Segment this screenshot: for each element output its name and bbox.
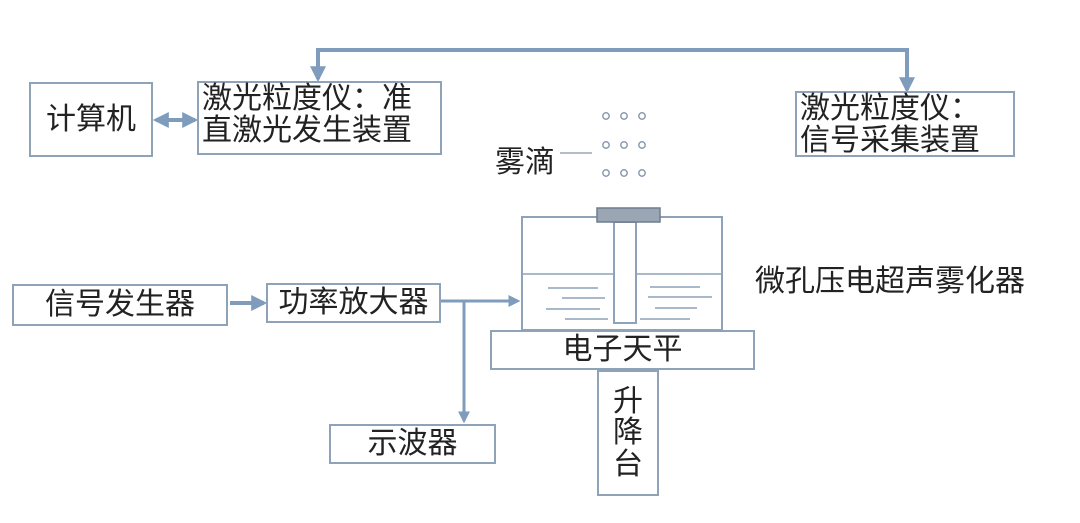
oscilloscope-label: 示波器 [367, 426, 458, 462]
droplets-label: 雾滴 [495, 145, 555, 180]
laser-receiver-line2: 信号采集装置 [800, 122, 980, 158]
atomizer-label: 微孔压电超声雾化器 [755, 264, 1025, 299]
atomizer-vessel [521, 207, 723, 331]
signal-generator-label: 信号发生器 [45, 287, 195, 323]
laser-emitter-line1: 激光粒度仪：准 [202, 81, 412, 116]
lift-table-char2: 降 [613, 415, 643, 451]
laser-link-arrow [310, 48, 915, 94]
laser-emitter-box: 激光粒度仪：准 直激光发生装置 [197, 81, 442, 155]
lift-table-box: 升 降 台 [597, 370, 659, 496]
oscilloscope-box: 示波器 [329, 424, 496, 464]
power-amplifier-label: 功率放大器 [278, 285, 429, 321]
power-amplifier-box: 功率放大器 [266, 283, 441, 323]
lift-table-char3: 台 [613, 446, 643, 482]
signal-generator-box: 信号发生器 [12, 284, 228, 326]
laser-receiver-line1: 激光粒度仪： [800, 91, 980, 126]
laser-emitter-line2: 直激光发生装置 [202, 112, 412, 148]
droplets-dots [602, 112, 646, 177]
computer-box: 计算机 [29, 82, 153, 157]
lift-table-char1: 升 [613, 383, 643, 419]
balance-box: 电子天平 [490, 330, 755, 370]
laser-receiver-box: 激光粒度仪： 信号采集装置 [795, 91, 1015, 157]
balance-label: 电子天平 [562, 332, 683, 368]
computer-label: 计算机 [46, 101, 136, 137]
